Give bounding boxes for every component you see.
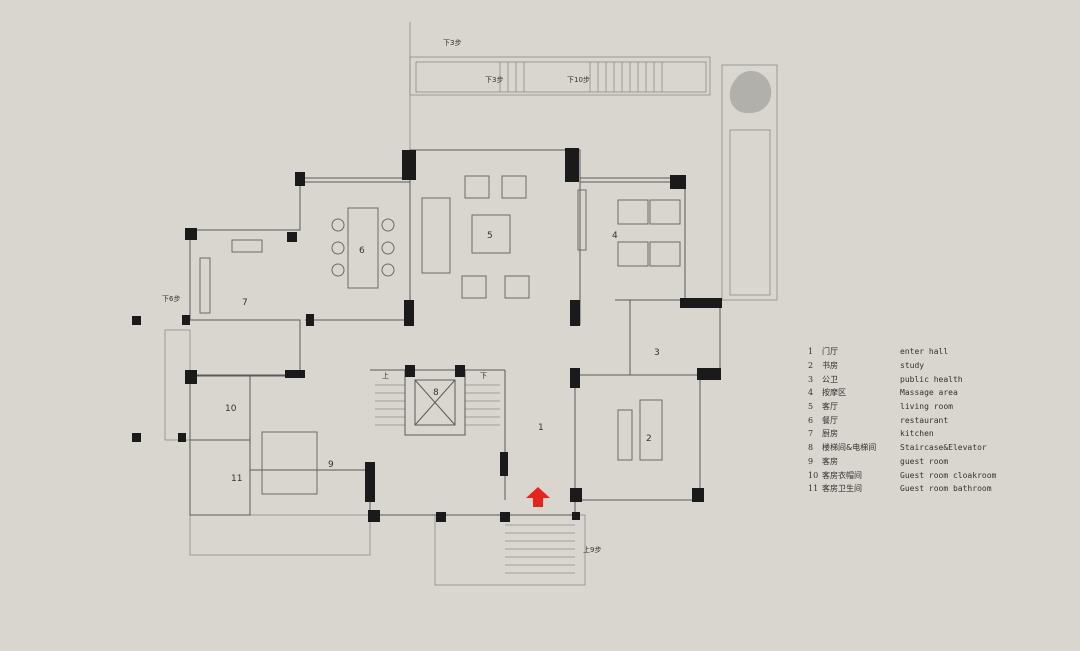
legend-en: restaurant [900, 415, 949, 425]
legend-row: 7 厨房 kitchen [808, 427, 996, 441]
legend-en: enter hall [900, 347, 949, 357]
room-number-2: 2 [646, 434, 652, 444]
legend-en: Guest room bathroom [900, 484, 992, 494]
room-number-8: 8 [433, 388, 439, 398]
legend-cn: 客房卫生间 [822, 484, 862, 494]
legend-en: public health [900, 374, 963, 384]
legend-cn: 厨房 [822, 429, 838, 439]
legend-num: 8 [808, 443, 814, 453]
room-number-6: 6 [359, 246, 365, 256]
room-number-4: 4 [612, 231, 618, 241]
legend-row: 5 客厅 living room [808, 400, 996, 414]
legend-en: kitchen [900, 429, 934, 439]
step-note: 下6步 [162, 295, 180, 303]
legend-en: guest room [900, 456, 949, 466]
step-note: 上9步 [583, 545, 601, 554]
legend-cn: 按摩区 [822, 388, 846, 398]
stair-down-note: 下 [480, 372, 487, 380]
step-note: 下3步 [443, 39, 461, 47]
legend-row: 1 门厅 enter hall [808, 345, 996, 359]
furniture [199, 175, 681, 495]
legend-row: 6 餐厅 restaurant [808, 413, 996, 427]
legend-cn: 楼梯间&电梯间 [822, 443, 877, 453]
entrance-arrow-icon [526, 487, 550, 507]
legend-num: 3 [808, 374, 814, 384]
legend-en: Guest room cloakroom [900, 470, 997, 480]
legend-cn: 客房衣帽间 [822, 470, 862, 480]
legend-num: 6 [808, 415, 814, 425]
room-number-9: 9 [328, 460, 334, 470]
legend-num: 9 [808, 456, 814, 466]
room-number-7: 7 [242, 298, 248, 308]
legend-en: Massage area [900, 388, 958, 398]
garden-plant [729, 70, 772, 114]
legend-num: 2 [808, 361, 814, 371]
legend-row: 3 公卫 public health [808, 372, 996, 386]
legend-num: 11 [808, 484, 819, 494]
legend-en: Staircase&Elevator [900, 443, 987, 453]
step-note: 下3步 [485, 76, 503, 84]
legend-en: living room [900, 402, 953, 412]
stair-up-note: 上 [382, 371, 389, 380]
wall-columns [132, 148, 722, 522]
legend-num: 1 [808, 347, 814, 357]
legend-num: 4 [808, 388, 814, 398]
room-number-10: 10 [225, 404, 237, 414]
room-number-1: 1 [538, 423, 544, 433]
legend-num: 7 [808, 429, 814, 439]
legend-cn: 客厅 [822, 402, 838, 412]
legend-row: 2 书房 study [808, 359, 996, 373]
legend-cn: 公卫 [822, 374, 838, 384]
legend-num: 5 [808, 402, 814, 412]
room-number-11: 11 [231, 474, 242, 484]
room-number-5: 5 [487, 231, 493, 241]
legend-cn: 餐厅 [822, 415, 838, 425]
legend-row: 8 楼梯间&电梯间 Staircase&Elevator [808, 441, 996, 455]
legend-cn: 客房 [822, 456, 838, 466]
legend-en: study [900, 361, 925, 371]
legend-cn: 门厅 [822, 347, 838, 357]
legend-row: 4 按摩区 Massage area [808, 386, 996, 400]
legend-row: 9 客房 guest room [808, 455, 996, 469]
room-number-3: 3 [654, 348, 660, 358]
step-note: 下10步 [567, 76, 590, 84]
steps [375, 62, 663, 574]
legend-num: 10 [808, 470, 819, 480]
legend-cn: 书房 [822, 361, 838, 371]
